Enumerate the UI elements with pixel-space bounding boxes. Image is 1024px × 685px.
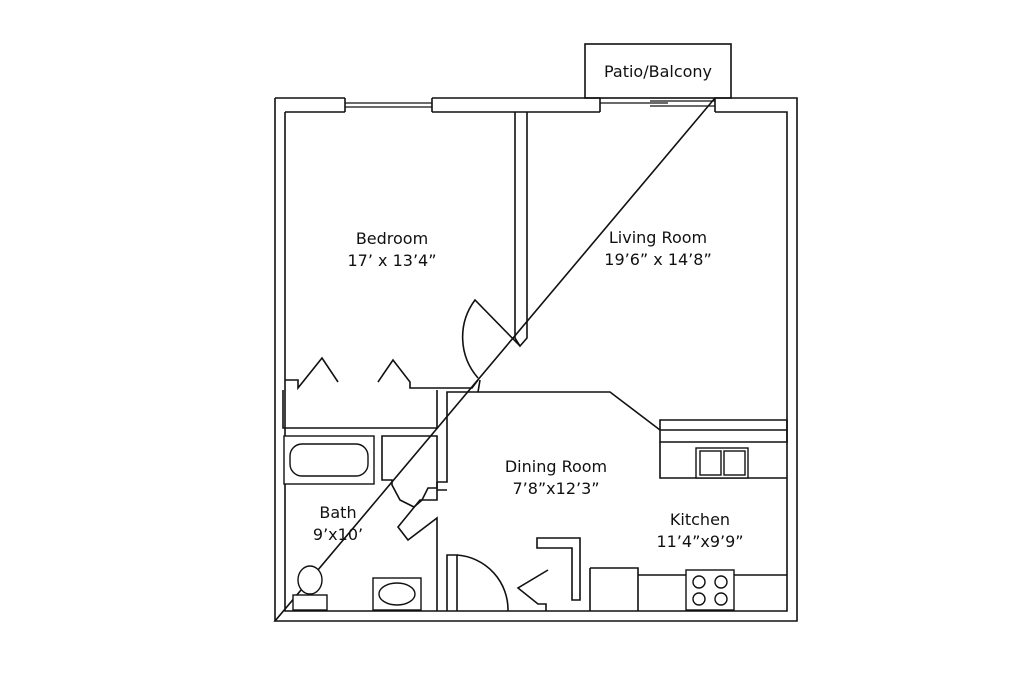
sink-right-basin bbox=[723, 450, 746, 476]
burner-icon bbox=[692, 575, 706, 589]
central-walls bbox=[437, 379, 787, 483]
patio-sliding-door bbox=[600, 100, 715, 107]
toilet-bowl bbox=[297, 565, 323, 595]
bedroom-window bbox=[345, 102, 432, 108]
patio-balcony: Patio/Balcony bbox=[584, 43, 732, 99]
burner-icon bbox=[714, 575, 728, 589]
window-jambs bbox=[344, 98, 716, 112]
entry-door-swing bbox=[456, 554, 509, 612]
bedroom-size: 17’ x 13’4” bbox=[348, 251, 437, 270]
bath-size: 9’x10’ bbox=[313, 525, 363, 544]
bath-label: Bath bbox=[319, 503, 356, 522]
range-outline bbox=[685, 569, 735, 611]
dining-room-size: 7’8”x12’3” bbox=[512, 479, 599, 498]
dining-living-divider bbox=[478, 391, 787, 431]
sink-left-basin bbox=[699, 450, 722, 476]
kitchen-upper-cabinets bbox=[659, 419, 788, 479]
outer-wall-line bbox=[273, 97, 798, 622]
upper-counter bbox=[659, 419, 788, 443]
closet-outline bbox=[282, 390, 438, 429]
dining-room-label: Dining Room bbox=[505, 457, 607, 476]
kitchen-size: 11’4”x9’9” bbox=[656, 532, 743, 551]
living-room-label: Living Room bbox=[609, 228, 707, 247]
partition-wall bbox=[514, 112, 528, 348]
patio-label: Patio/Balcony bbox=[604, 62, 712, 81]
bedroom-living-partition bbox=[461, 112, 528, 379]
living-room-size: 19’6” x 14’8” bbox=[604, 250, 711, 269]
entry-closet bbox=[516, 537, 581, 611]
room-labels: Bedroom 17’ x 13’4” Living Room 19’6” x … bbox=[313, 228, 744, 551]
entry-door bbox=[446, 554, 509, 612]
burner-icon bbox=[692, 592, 706, 606]
pantry-wall bbox=[536, 537, 581, 601]
entry-jamb bbox=[446, 554, 458, 611]
pantry-door bbox=[516, 569, 549, 611]
bathtub-basin bbox=[289, 443, 369, 477]
bedroom-closet bbox=[282, 356, 479, 429]
bedroom-label: Bedroom bbox=[356, 229, 428, 248]
kitchen-lower-cabinets bbox=[589, 567, 787, 611]
kitchen-label: Kitchen bbox=[670, 510, 730, 529]
linen-closet bbox=[381, 435, 438, 508]
patio-outline bbox=[584, 43, 732, 99]
closet-bifold-doors bbox=[285, 356, 479, 391]
toilet-tank bbox=[292, 594, 328, 611]
bath-wall-and-door bbox=[396, 482, 447, 611]
bedroom-door-swing bbox=[461, 298, 521, 379]
bathroom bbox=[283, 435, 447, 611]
vanity-sink bbox=[378, 582, 416, 606]
burner-icon bbox=[714, 592, 728, 606]
hall-wall bbox=[437, 379, 481, 483]
